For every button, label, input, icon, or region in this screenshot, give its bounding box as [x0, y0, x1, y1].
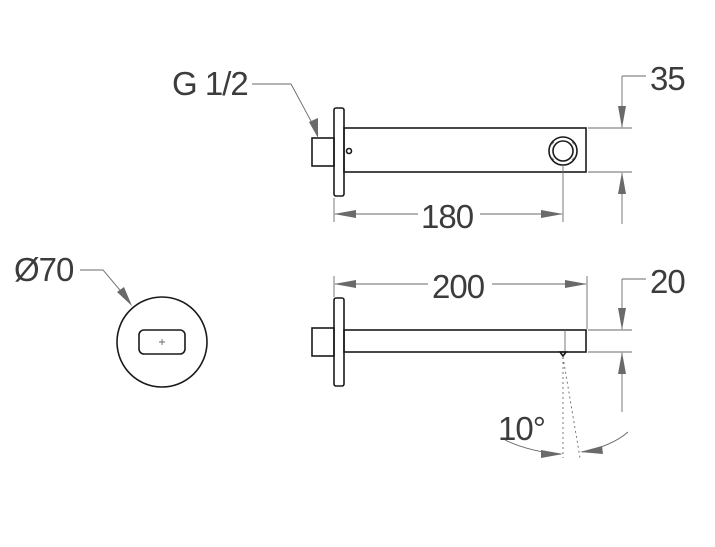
height-top-label: 35 [650, 60, 685, 97]
angle-arrow [541, 450, 563, 458]
side-view-wall-flange [333, 297, 345, 387]
thread-callout: G 1/2 [172, 65, 319, 138]
front-view-center-mark [159, 339, 165, 345]
dimension-height-top: 35 [588, 60, 686, 224]
top-view-threaded-connector [311, 137, 335, 167]
front-view [116, 296, 208, 388]
dimension-arrow [541, 210, 563, 218]
side-view-threaded-connector [311, 327, 335, 357]
top-view-aerator-inner [552, 140, 574, 162]
dimension-arrow [565, 280, 587, 288]
diameter-leader-line [80, 269, 131, 303]
thread-leader-arrow [309, 118, 318, 138]
dimension-arrow [618, 352, 626, 374]
side-view-aerator-nose [558, 351, 568, 358]
dimension-angle: 10° [498, 356, 629, 459]
dimension-height-side: 20 [588, 263, 686, 412]
length-side-label: 200 [432, 268, 485, 305]
angle-spray-line [562, 356, 581, 459]
front-view-spout-outlet [138, 329, 186, 355]
length-top-label: 180 [421, 198, 474, 235]
thread-leader-line [252, 83, 319, 135]
front-view-flange [116, 296, 208, 388]
diameter-leader-arrow [117, 287, 132, 306]
side-view [311, 297, 587, 387]
top-view-aerator-grip [550, 141, 576, 161]
thread-label: G 1/2 [172, 65, 248, 102]
top-view-aerator-outer [548, 136, 578, 166]
dimension-arrow [618, 106, 626, 128]
angle-arc-right [581, 431, 629, 453]
top-view-spout-body [343, 127, 587, 173]
top-view-screw-hole [345, 147, 353, 155]
height-side-label: 20 [650, 263, 685, 300]
diameter-callout: Ø70 [14, 251, 132, 306]
dimension-arrow [618, 308, 626, 330]
dimension-length-side: 200 [333, 268, 588, 329]
dimension-arrow [334, 280, 356, 288]
diameter-label: Ø70 [14, 251, 74, 288]
top-view-wall-flange [333, 107, 345, 197]
dimension-length-top: 180 [333, 166, 564, 235]
dimension-arrow [334, 210, 356, 218]
dimension-arrow [618, 172, 626, 194]
top-view [311, 107, 587, 197]
angle-arrow [580, 446, 603, 454]
angle-label: 10° [498, 410, 545, 447]
side-view-spout-body [343, 329, 587, 353]
